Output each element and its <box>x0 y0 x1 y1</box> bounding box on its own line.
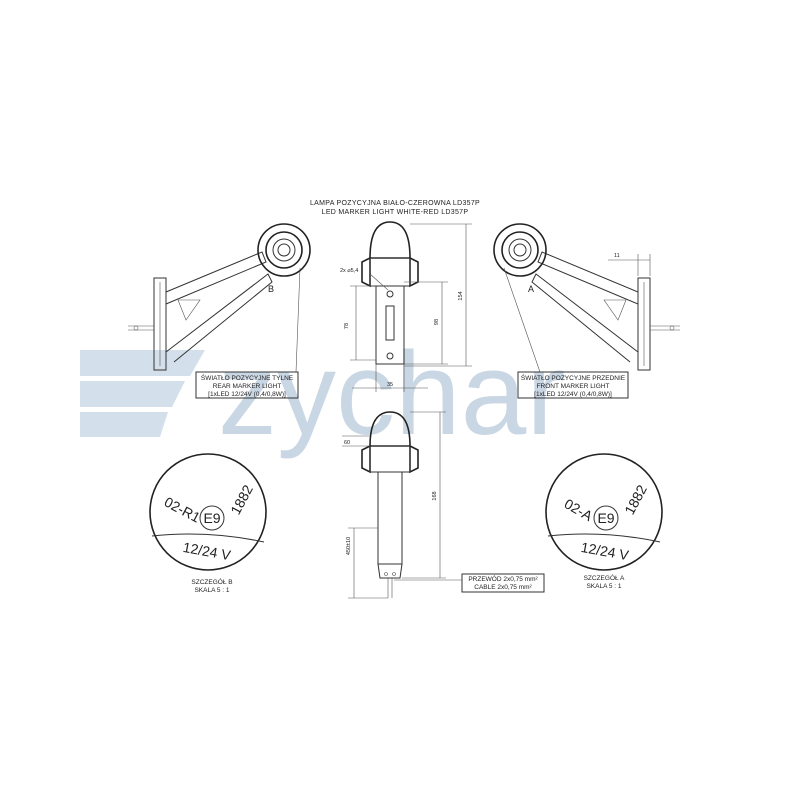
dim-cable-length: 450±10 <box>346 537 352 555</box>
front-mounting-plate <box>637 277 651 371</box>
detail-b-emark: E9 <box>203 510 220 526</box>
front-label-pl: ŚWIATŁO POZYCYJNE PRZEDNIE <box>521 373 626 382</box>
detail-b-code: 02-R1 <box>162 494 203 526</box>
watermark-logo-bars <box>80 350 205 437</box>
detail-b-voltage: 12/24 V <box>182 539 233 563</box>
top-bracket-stem <box>375 285 405 365</box>
watermark: zychar <box>80 328 566 460</box>
dim-head-width: 60 <box>344 440 350 446</box>
drawing-title-pl: LAMPA POZYCYJNA BIAŁO-CZEROWNA LD357P <box>310 200 480 207</box>
center-bottom-view: 60 168 450±10 PRZEWÓD 2x0,75 mm² CABLE 2… <box>342 411 545 599</box>
detail-a-title: SZCZEGÓŁ A <box>584 573 625 582</box>
cable-label-pl: PRZEWÓD 2x0,75 mm² <box>468 574 538 583</box>
detail-a-circle <box>545 453 663 571</box>
front-label-en: FRONT MARKER LIGHT <box>537 383 610 390</box>
dim-stem-width: 35 <box>387 382 393 388</box>
detail-b-scale: SKALA 5 : 1 <box>194 587 229 594</box>
front-label-box <box>517 371 629 399</box>
front-lamp-view: A 11 ŚWIATŁO POZYCYJNE PRZEDNIE FRONT MA… <box>493 223 680 399</box>
bottom-lamp-head <box>369 411 411 447</box>
detail-a-emark: E9 <box>597 510 614 526</box>
watermark-text: zychar <box>218 328 566 460</box>
rear-mounting-plate <box>153 277 167 371</box>
center-top-view: 2x ⌀5,4 78 98 154 35 <box>340 221 472 392</box>
dim-plate-width: 11 <box>614 253 620 259</box>
detail-a-emark-circle <box>593 505 619 531</box>
detail-b-title: SZCZEGÓŁ B <box>191 577 232 586</box>
front-lamp-head <box>493 223 547 277</box>
front-label-spec: [1xLED 12/24V (0,4/0,8W)] <box>534 391 612 398</box>
front-view-letter: A <box>528 284 534 294</box>
rear-lamp-head <box>257 223 311 277</box>
detail-a: 02-A E9 1882 12/24 V SZCZEGÓŁ A SKALA 5 … <box>545 453 663 590</box>
rear-view-letter: B <box>268 284 274 294</box>
top-lamp-head <box>369 221 411 259</box>
detail-b-number: 1882 <box>227 482 256 517</box>
detail-a-voltage: 12/24 V <box>580 539 631 563</box>
dim-stem-length: 98 <box>434 319 440 325</box>
rear-label-en: REAR MARKER LIGHT <box>213 383 282 390</box>
rear-label-box <box>195 371 299 399</box>
rear-label-spec: [1xLED 12/24V (0,4/0,8W)] <box>208 391 286 398</box>
rear-label-pl: ŚWIATŁO POZYCYJNE TYLNE <box>201 373 294 382</box>
dim-total-height: 154 <box>458 291 464 300</box>
detail-b-circle <box>149 453 267 571</box>
dim-holes-spacing: 78 <box>344 323 350 329</box>
detail-a-number: 1882 <box>621 482 650 517</box>
cable-label-box <box>461 573 545 593</box>
dim-hole-dia: 2x ⌀5,4 <box>340 268 358 274</box>
detail-a-code: 02-A <box>562 495 596 524</box>
rear-lamp-view: B ŚWIATŁO POZYCYJNE TYLNE REAR MARKER LI… <box>128 223 311 399</box>
detail-b: 02-R1 E9 1882 12/24 V SZCZEGÓŁ B SKALA 5… <box>149 453 267 594</box>
detail-a-scale: SKALA 5 : 1 <box>586 583 621 590</box>
bottom-bracket-stem <box>377 471 403 565</box>
dim-long-height: 168 <box>432 491 438 500</box>
detail-b-emark-circle <box>199 505 225 531</box>
cable-label-en: CABLE 2x0,75 mm² <box>474 584 532 591</box>
drawing-title-en: LED MARKER LIGHT WHITE-RED LD357P <box>322 209 469 216</box>
